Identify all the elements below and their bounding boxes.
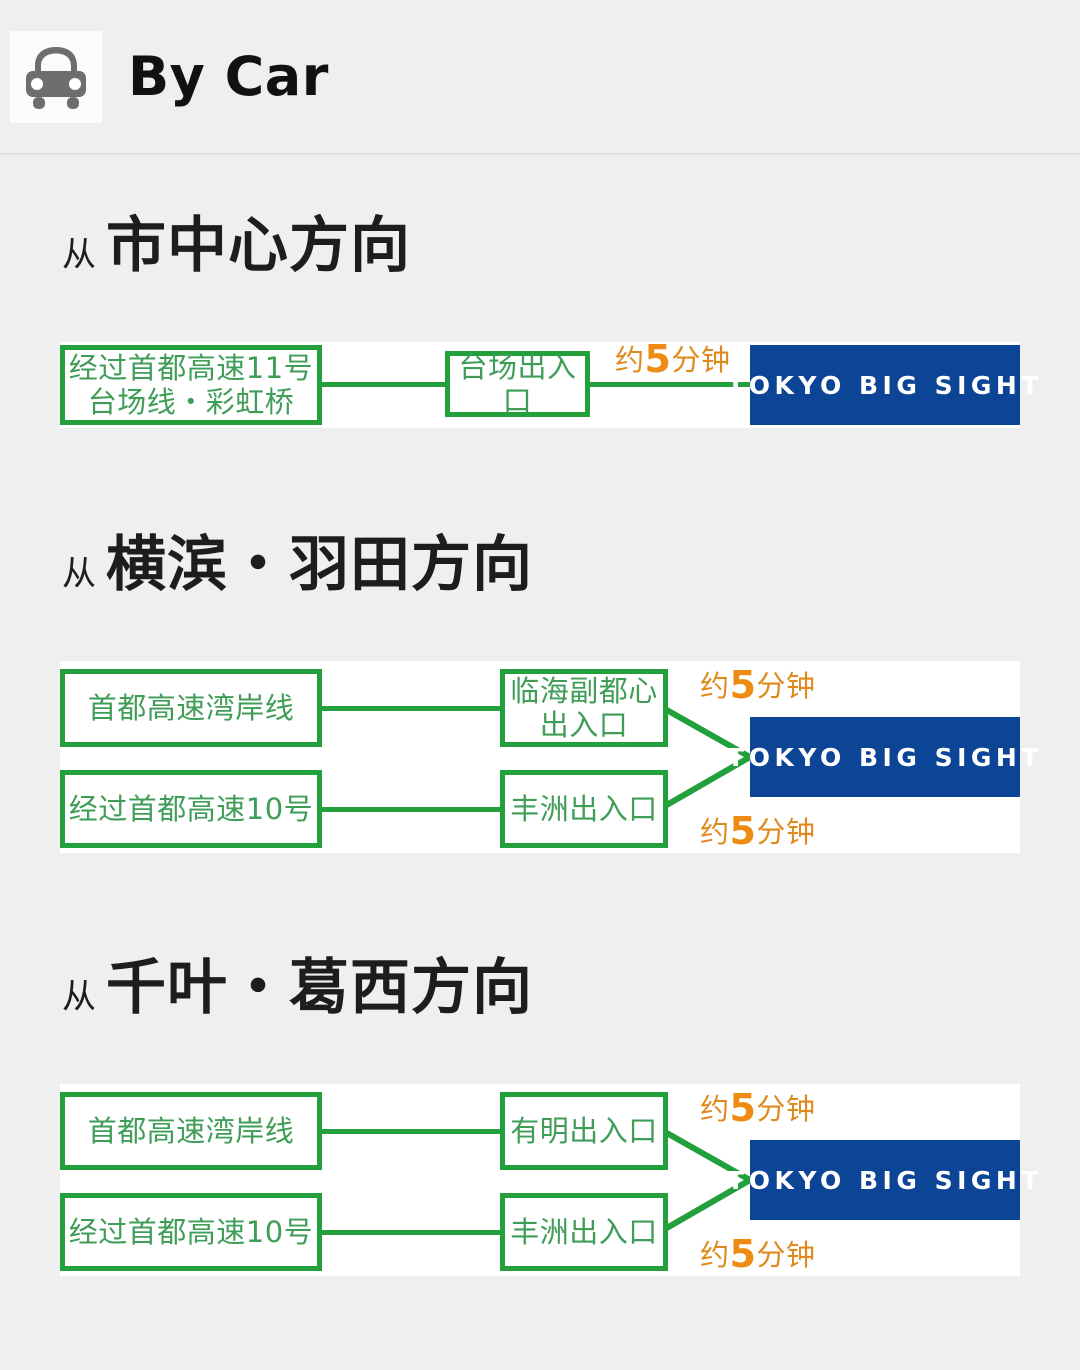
section-heading: 从 千叶・葛西方向 <box>0 853 1080 1026</box>
route-exit-line1: 临海副都心 <box>510 673 658 708</box>
route-exit-label: 丰洲出入口 <box>510 791 658 826</box>
car-front-icon <box>10 30 102 123</box>
route-origin-box: 经过首都高速11号 台场线・彩虹桥 <box>60 345 322 425</box>
duration-number: 5 <box>729 1232 757 1276</box>
heading-from-label: 从 <box>62 235 96 275</box>
heading-from-label: 从 <box>62 977 96 1017</box>
duration-number: 5 <box>729 809 757 853</box>
route-exit-box: 丰洲出入口 <box>500 1193 668 1271</box>
route-origin-label: 首都高速湾岸线 <box>87 690 295 725</box>
logo-text: TOKYO BIG SIGHT <box>727 742 1043 772</box>
route-diagram-2: 首都高速湾岸线 临海副都心 出入口 约5分钟 经过首都高速10号 丰洲出入口 约… <box>60 661 1038 853</box>
section-heading: 从 市中心方向 <box>0 155 1080 284</box>
route-exit-label: 有明出入口 <box>510 1113 658 1148</box>
connector-origin-to-exit-row2 <box>320 1230 540 1235</box>
duration-suffix: 分钟 <box>671 343 731 377</box>
section-city-center: 从 市中心方向 经过首都高速11号 台场线・彩虹桥 台场出入口 约5分钟 TOK… <box>0 155 1080 428</box>
route-exit-line2: 出入口 <box>539 708 629 742</box>
connector-origin-to-exit-row2 <box>320 807 540 812</box>
duration-label-row2: 约5分钟 <box>700 1232 815 1276</box>
tokyo-big-sight-logo: TOKYO BIG SIGHT <box>727 1140 1038 1220</box>
duration-suffix: 分钟 <box>756 1238 816 1272</box>
section-yokohama-haneda: 从 横滨・羽田方向 首都高速湾岸线 临海副都心 出入口 约5分钟 经过首都高速1… <box>0 428 1080 853</box>
duration-label-row2: 约5分钟 <box>700 809 815 853</box>
heading-from-label: 从 <box>62 554 96 594</box>
duration-number: 5 <box>644 337 672 381</box>
route-origin-label: 经过首都高速10号 <box>68 791 314 826</box>
route-origin-line1: 经过首都高速11号 <box>68 350 314 385</box>
logo-text: TOKYO BIG SIGHT <box>727 370 1043 400</box>
route-exit-box: 有明出入口 <box>500 1092 668 1170</box>
duration-prefix: 约 <box>700 815 730 849</box>
connector-origin-to-exit <box>320 382 505 387</box>
duration-suffix: 分钟 <box>756 815 816 849</box>
duration-suffix: 分钟 <box>756 669 816 703</box>
route-exit-box: 临海副都心 出入口 <box>500 669 668 747</box>
tokyo-big-sight-logo: TOKYO BIG SIGHT <box>727 717 1038 797</box>
heading-title: 千叶・葛西方向 <box>106 953 533 1023</box>
connector-origin-to-exit-row1 <box>320 706 505 711</box>
page-title: By Car <box>128 44 329 108</box>
route-origin-box: 首都高速湾岸线 <box>60 669 322 747</box>
route-diagram-1: 经过首都高速11号 台场线・彩虹桥 台场出入口 约5分钟 TOKYO BIG S… <box>60 337 1038 428</box>
connector-exit-to-logo <box>585 382 750 387</box>
route-exit-box: 丰洲出入口 <box>500 770 668 848</box>
logo-text: TOKYO BIG SIGHT <box>727 1165 1043 1195</box>
connector-origin-to-exit-row1 <box>320 1129 540 1134</box>
duration-number: 5 <box>729 1086 757 1130</box>
duration-prefix: 约 <box>700 1092 730 1126</box>
route-exit-box: 台场出入口 <box>445 349 590 418</box>
route-origin-label: 经过首都高速10号 <box>68 1214 314 1249</box>
route-origin-label: 首都高速湾岸线 <box>87 1113 295 1148</box>
duration-label-row1: 约5分钟 <box>700 1086 815 1130</box>
duration-label-row1: 约5分钟 <box>700 663 815 707</box>
tokyo-big-sight-logo: TOKYO BIG SIGHT <box>727 345 1038 425</box>
duration-prefix: 约 <box>700 669 730 703</box>
section-heading: 从 横滨・羽田方向 <box>0 428 1080 603</box>
duration-suffix: 分钟 <box>756 1092 816 1126</box>
route-diagram-3: 首都高速湾岸线 有明出入口 约5分钟 经过首都高速10号 丰洲出入口 约5分钟 … <box>60 1084 1038 1276</box>
section-chiba-kasai: 从 千叶・葛西方向 首都高速湾岸线 有明出入口 约5分钟 经过首都高速10号 丰… <box>0 853 1080 1276</box>
duration-label: 约5分钟 <box>615 337 730 381</box>
page-header: By Car <box>0 0 1080 155</box>
duration-prefix: 约 <box>615 343 645 377</box>
route-origin-box: 经过首都高速10号 <box>60 770 322 848</box>
duration-number: 5 <box>729 663 757 707</box>
route-exit-label: 丰洲出入口 <box>510 1214 658 1249</box>
route-origin-box: 经过首都高速10号 <box>60 1193 322 1271</box>
route-origin-line2: 台场线・彩虹桥 <box>87 385 295 419</box>
heading-title: 市中心方向 <box>106 211 411 281</box>
route-origin-box: 首都高速湾岸线 <box>60 1092 322 1170</box>
duration-prefix: 约 <box>700 1238 730 1272</box>
heading-title: 横滨・羽田方向 <box>106 530 533 600</box>
route-exit-label: 台场出入口 <box>458 349 577 418</box>
